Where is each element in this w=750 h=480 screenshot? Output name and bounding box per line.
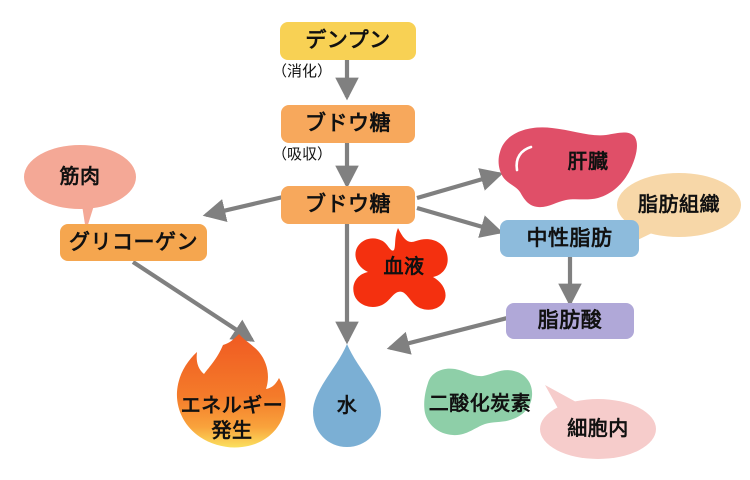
muscle-bubble-shape <box>24 145 136 231</box>
node-co2[interactable]: 二酸化炭素 <box>426 389 534 419</box>
node-glucose-1[interactable]: ブドウ糖 <box>281 105 415 143</box>
water-drop-shape <box>313 344 381 447</box>
node-muscle-label: 筋肉 <box>59 166 101 188</box>
intracell-bubble-shape <box>540 385 656 459</box>
node-triglyceride-label: 中性脂肪 <box>526 226 613 250</box>
blood-shape <box>353 228 448 310</box>
node-glucose-2[interactable]: ブドウ糖 <box>281 186 415 224</box>
node-energy-label-line1: エネルギー <box>180 394 284 417</box>
node-water-label: 水 <box>336 395 358 417</box>
node-starch-label: デンプン <box>305 29 391 53</box>
node-liver[interactable]: 肝臓 <box>543 147 633 177</box>
edge-label-absorption: （吸収） <box>272 146 333 163</box>
node-liver-label: 肝臓 <box>567 151 609 173</box>
node-blood[interactable]: 血液 <box>373 252 435 282</box>
liver-shape <box>498 127 637 208</box>
node-adipose-tissue-label: 脂肪組織 <box>638 194 720 216</box>
node-intracellular-label: 細胞内 <box>567 418 629 440</box>
energy-flame-shape <box>176 334 286 448</box>
co2-blob-shape <box>424 368 533 436</box>
edge-glucose2-to-liver <box>416 168 504 201</box>
node-glycogen[interactable]: グリコーゲン <box>60 224 207 261</box>
edge-label-digestion: （消化） <box>272 63 333 80</box>
node-co2-label: 二酸化炭素 <box>428 393 532 415</box>
edge-glucose2-to-fat <box>416 205 504 238</box>
node-adipose-tissue[interactable]: 脂肪組織 <box>625 190 733 220</box>
node-water[interactable]: 水 <box>327 391 367 421</box>
edge-glycogen-to-energy <box>131 260 255 342</box>
node-fatty-acid[interactable]: 脂肪酸 <box>506 303 634 339</box>
edge-fattyacid-to-water <box>386 313 516 355</box>
node-triglyceride[interactable]: 中性脂肪 <box>500 220 639 257</box>
node-energy-label-line2: 発生 <box>211 419 253 442</box>
node-blood-label: 血液 <box>383 256 425 278</box>
node-glucose-1-label: ブドウ糖 <box>305 112 391 136</box>
node-glycogen-label: グリコーゲン <box>69 230 198 254</box>
node-fatty-acid-label: 脂肪酸 <box>537 309 603 333</box>
node-energy[interactable]: エネルギー 発生 <box>167 392 297 444</box>
node-intracellular[interactable]: 細胞内 <box>553 414 643 444</box>
node-muscle[interactable]: 筋肉 <box>24 160 136 194</box>
node-glucose-2-label: ブドウ糖 <box>305 193 391 217</box>
node-starch[interactable]: デンプン <box>280 22 416 60</box>
edge-glucose2-to-glycogen <box>202 194 284 223</box>
